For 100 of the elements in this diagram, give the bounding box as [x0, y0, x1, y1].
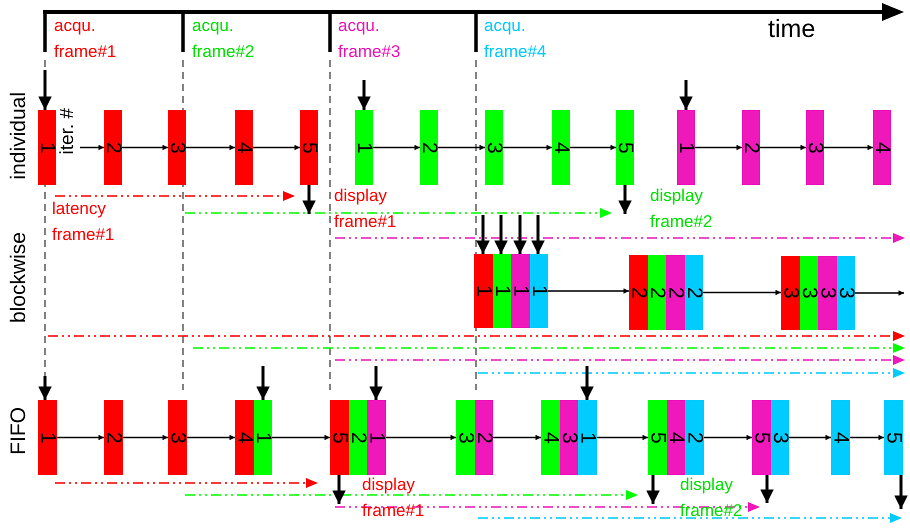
- arrow: [494, 215, 508, 254]
- iteration-number: 1: [530, 285, 548, 297]
- arrow: [357, 80, 371, 110]
- iteration-number: 1: [492, 285, 511, 297]
- arrow: [122, 144, 168, 150]
- iteration-block: [818, 256, 836, 330]
- iteration-number: 3: [456, 432, 474, 444]
- iteration-block: [330, 400, 348, 475]
- iteration-block: [873, 110, 891, 185]
- iteration-number: 2: [685, 432, 704, 444]
- iteration-number: 5: [300, 142, 318, 154]
- iteration-number: 2: [104, 432, 122, 444]
- arrow: [186, 144, 235, 150]
- iteration-number: 1: [511, 285, 530, 297]
- iteration-block: [685, 400, 704, 475]
- arrow: [695, 144, 742, 150]
- iteration-number: 1: [254, 432, 272, 444]
- iteration-block: [511, 254, 530, 328]
- arrow: [503, 144, 552, 150]
- iteration-block: [629, 255, 648, 330]
- arrow: [493, 434, 541, 440]
- iteration-block: [104, 400, 122, 475]
- iteration-block: [348, 400, 367, 475]
- arrow: [596, 434, 648, 440]
- row-label: individual: [6, 92, 31, 180]
- iteration-block: [492, 254, 511, 328]
- iteration-block: [474, 400, 493, 475]
- annotation-text: acqu. frame#2: [192, 15, 254, 63]
- iteration-number: 2: [104, 142, 122, 154]
- iteration-number: 2: [474, 432, 493, 444]
- arrow: [760, 144, 806, 150]
- iteration-block: [578, 400, 596, 475]
- axis-label: iter. #: [58, 108, 78, 154]
- arrow: [570, 144, 616, 150]
- iteration-block: [781, 256, 800, 330]
- iteration-number: 4: [873, 142, 891, 154]
- iteration-block: [770, 400, 789, 475]
- arrow: [256, 366, 270, 400]
- arrow: [80, 144, 104, 150]
- arrow: [513, 215, 527, 254]
- iteration-block: [541, 400, 560, 475]
- iteration-number: 3: [806, 142, 824, 154]
- arrow: [302, 185, 316, 214]
- arrow: [646, 475, 660, 504]
- iteration-number: 2: [666, 286, 684, 298]
- iteration-number: 3: [836, 287, 855, 299]
- arrow: [760, 475, 774, 503]
- iteration-number: 4: [831, 432, 850, 444]
- iteration-block: [235, 400, 254, 475]
- iteration-block: [355, 110, 373, 185]
- iteration-block: [235, 110, 253, 185]
- iteration-block: [752, 400, 770, 475]
- iteration-number: 1: [367, 432, 386, 444]
- annotation-text: acqu. frame#3: [338, 15, 400, 63]
- annotation-text: display frame#2: [650, 185, 712, 233]
- arrow: [679, 80, 693, 110]
- iteration-number: 4: [235, 432, 254, 444]
- arrow: [38, 376, 52, 400]
- iteration-number: 3: [560, 432, 578, 444]
- iteration-number: 3: [168, 432, 186, 444]
- iteration-number: 3: [818, 287, 836, 299]
- arrow: [186, 434, 235, 440]
- iteration-number: 2: [420, 142, 438, 154]
- arrow: [850, 434, 884, 440]
- iteration-number: 2: [684, 286, 703, 298]
- iteration-number: 1: [677, 142, 695, 154]
- iteration-number: 2: [629, 286, 648, 298]
- iteration-number: 3: [168, 142, 186, 154]
- iteration-block: [38, 110, 56, 185]
- arrow: [386, 434, 456, 440]
- arrow: [531, 215, 545, 254]
- arrow: [122, 434, 168, 440]
- iteration-block: [474, 254, 492, 328]
- iteration-number: 2: [742, 142, 760, 154]
- iteration-number: 3: [800, 287, 818, 299]
- iteration-number: 1: [38, 432, 56, 444]
- arrow: [332, 475, 346, 504]
- iteration-number: 3: [485, 142, 503, 154]
- iteration-block: [420, 110, 438, 185]
- annotation-text: acqu. frame#1: [54, 15, 116, 63]
- iteration-block: [552, 110, 570, 185]
- arrow: [789, 434, 831, 440]
- iteration-number: 2: [348, 432, 367, 444]
- iteration-number: 2: [648, 286, 666, 298]
- arrow: [703, 290, 781, 296]
- iteration-number: 4: [235, 142, 253, 154]
- iteration-block: [684, 255, 703, 330]
- annotation-text: acqu. frame#4: [484, 15, 546, 63]
- annotation-text: latency frame#1: [52, 198, 114, 246]
- iteration-block: [168, 400, 186, 475]
- iteration-block: [806, 110, 824, 185]
- iteration-number: 4: [666, 432, 685, 444]
- arrow: [373, 144, 420, 150]
- iteration-block: [104, 110, 122, 185]
- iteration-block: [38, 400, 56, 475]
- iteration-block: [677, 110, 695, 185]
- iteration-block: [742, 110, 760, 185]
- row-label: blockwise: [6, 232, 31, 324]
- arrow: [855, 290, 904, 296]
- iteration-block: [836, 256, 855, 330]
